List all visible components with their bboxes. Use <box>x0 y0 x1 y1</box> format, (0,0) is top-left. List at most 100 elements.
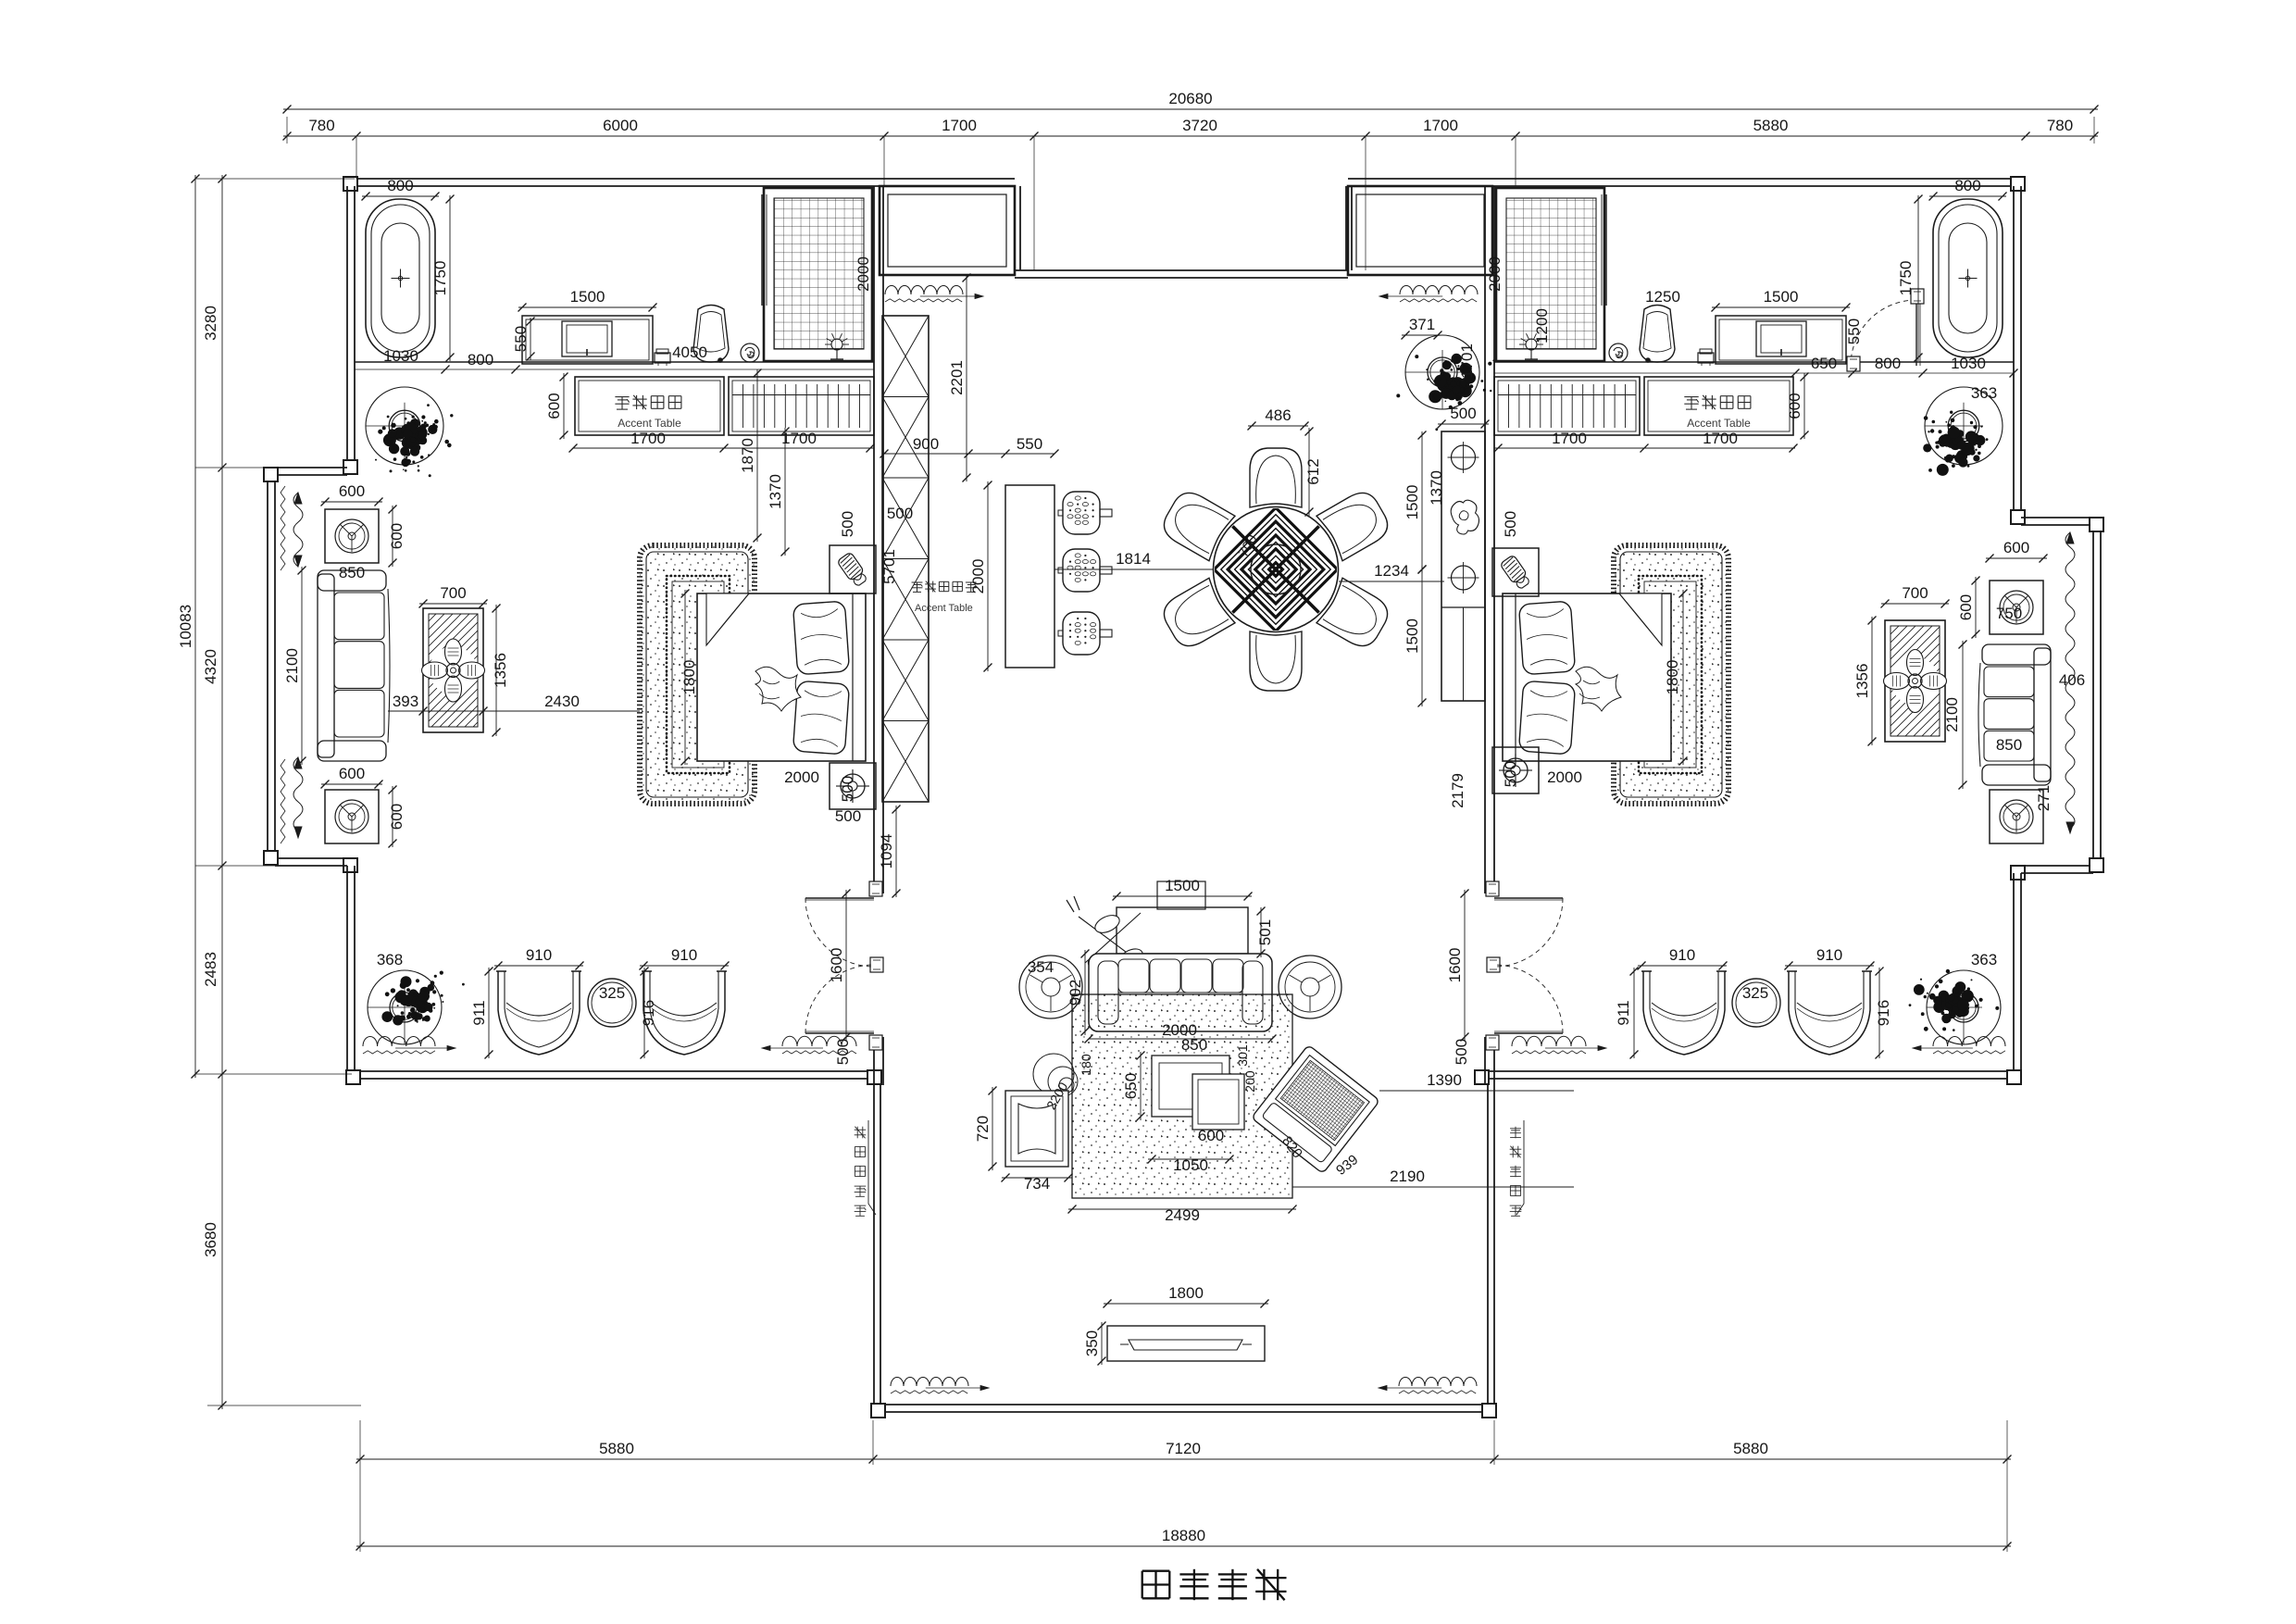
svg-text:800: 800 <box>1954 177 1980 194</box>
svg-text:2100: 2100 <box>1943 697 1961 732</box>
svg-text:1800: 1800 <box>1664 660 1681 695</box>
svg-text:2000: 2000 <box>855 256 872 292</box>
svg-text:500: 500 <box>1450 405 1476 422</box>
svg-text:600: 600 <box>339 765 365 782</box>
svg-text:10083: 10083 <box>177 605 194 648</box>
svg-text:5880: 5880 <box>1733 1440 1768 1457</box>
svg-text:271: 271 <box>2035 785 2053 811</box>
svg-text:18880: 18880 <box>1162 1527 1205 1544</box>
svg-text:1030: 1030 <box>383 347 418 365</box>
svg-text:180: 180 <box>1079 1054 1093 1076</box>
svg-text:2000: 2000 <box>784 768 819 786</box>
svg-text:1500: 1500 <box>570 288 605 306</box>
svg-text:1500: 1500 <box>1404 485 1421 520</box>
svg-text:910: 910 <box>526 946 552 964</box>
svg-text:916: 916 <box>1875 1000 1892 1026</box>
svg-text:500: 500 <box>1502 761 1519 787</box>
svg-text:750: 750 <box>1996 605 2022 622</box>
svg-text:1600: 1600 <box>1446 948 1464 983</box>
svg-text:1700: 1700 <box>1552 430 1587 447</box>
svg-text:20680: 20680 <box>1168 90 1212 107</box>
svg-text:1701: 1701 <box>1458 344 1476 379</box>
svg-text:393: 393 <box>393 693 418 710</box>
svg-text:900: 900 <box>913 435 939 453</box>
svg-text:500: 500 <box>835 807 861 825</box>
svg-text:1700: 1700 <box>1423 117 1458 134</box>
svg-text:650: 650 <box>1122 1073 1140 1099</box>
svg-text:916: 916 <box>640 1000 657 1026</box>
svg-text:800: 800 <box>387 177 413 194</box>
svg-text:1200: 1200 <box>1533 308 1551 344</box>
svg-text:3280: 3280 <box>202 306 219 341</box>
svg-text:1050: 1050 <box>1173 1156 1208 1174</box>
svg-text:600: 600 <box>1198 1127 1224 1144</box>
svg-text:363: 363 <box>1971 384 1997 402</box>
svg-text:800: 800 <box>468 351 493 369</box>
svg-text:500: 500 <box>1502 511 1519 537</box>
svg-text:363: 363 <box>1971 951 1997 968</box>
svg-text:5880: 5880 <box>1753 117 1789 134</box>
svg-text:2483: 2483 <box>202 952 219 987</box>
svg-text:2430: 2430 <box>544 693 580 710</box>
svg-text:4050: 4050 <box>672 344 707 361</box>
svg-text:800: 800 <box>1875 355 1901 372</box>
svg-text:600: 600 <box>1957 594 1975 620</box>
svg-text:850: 850 <box>339 564 365 581</box>
svg-text:550: 550 <box>1845 319 1863 344</box>
svg-text:500: 500 <box>839 776 856 802</box>
svg-text:1814: 1814 <box>1116 550 1151 568</box>
svg-text:600: 600 <box>2003 539 2029 556</box>
svg-text:Accent Table: Accent Table <box>618 417 681 430</box>
svg-text:850: 850 <box>1996 736 2022 754</box>
svg-text:368: 368 <box>377 951 403 968</box>
svg-text:486: 486 <box>1265 406 1291 424</box>
svg-text:600: 600 <box>388 523 406 549</box>
svg-text:500: 500 <box>1453 1039 1470 1065</box>
svg-text:600: 600 <box>1786 393 1803 418</box>
svg-text:500: 500 <box>887 505 913 522</box>
svg-text:550: 550 <box>1017 435 1042 453</box>
svg-text:1370: 1370 <box>1428 470 1445 506</box>
svg-text:3680: 3680 <box>202 1222 219 1257</box>
svg-text:350: 350 <box>1083 1330 1101 1356</box>
svg-text:1870: 1870 <box>739 438 756 473</box>
svg-text:720: 720 <box>974 1116 992 1142</box>
svg-text:911: 911 <box>470 1000 488 1025</box>
svg-text:550: 550 <box>512 326 530 352</box>
svg-text:2000: 2000 <box>1547 768 1582 786</box>
svg-text:1800: 1800 <box>680 660 698 695</box>
svg-text:612: 612 <box>1304 458 1322 484</box>
svg-text:600: 600 <box>545 393 563 418</box>
svg-text:850: 850 <box>1181 1036 1207 1054</box>
svg-text:1800: 1800 <box>1168 1284 1204 1302</box>
svg-text:2190: 2190 <box>1390 1168 1425 1185</box>
svg-text:700: 700 <box>440 584 466 602</box>
svg-text:780: 780 <box>2047 117 2073 134</box>
svg-text:501: 501 <box>1256 919 1274 945</box>
svg-text:2179: 2179 <box>1449 773 1466 808</box>
svg-text:1234: 1234 <box>1374 562 1409 580</box>
svg-text:1500: 1500 <box>1404 618 1421 654</box>
svg-text:2000: 2000 <box>1486 256 1504 292</box>
svg-text:1700: 1700 <box>781 430 817 447</box>
svg-text:1500: 1500 <box>1165 877 1200 894</box>
svg-text:1250: 1250 <box>1645 288 1680 306</box>
svg-text:200: 200 <box>1242 1070 1257 1093</box>
svg-text:5880: 5880 <box>599 1440 634 1457</box>
svg-text:2201: 2201 <box>948 360 966 395</box>
svg-text:2000: 2000 <box>969 559 987 594</box>
svg-text:354: 354 <box>1028 958 1054 976</box>
svg-text:500: 500 <box>834 1039 852 1065</box>
svg-text:910: 910 <box>1816 946 1842 964</box>
svg-text:910: 910 <box>671 946 697 964</box>
svg-text:1370: 1370 <box>767 474 784 509</box>
svg-text:5701: 5701 <box>880 549 898 584</box>
svg-text:911: 911 <box>1615 1000 1632 1025</box>
svg-text:3720: 3720 <box>1182 117 1217 134</box>
svg-text:1700: 1700 <box>1703 430 1738 447</box>
svg-text:902: 902 <box>1067 980 1084 1006</box>
svg-text:1750: 1750 <box>1897 261 1915 296</box>
svg-text:734: 734 <box>1024 1175 1050 1193</box>
svg-text:406: 406 <box>2059 671 2085 689</box>
svg-text:2100: 2100 <box>283 648 301 683</box>
